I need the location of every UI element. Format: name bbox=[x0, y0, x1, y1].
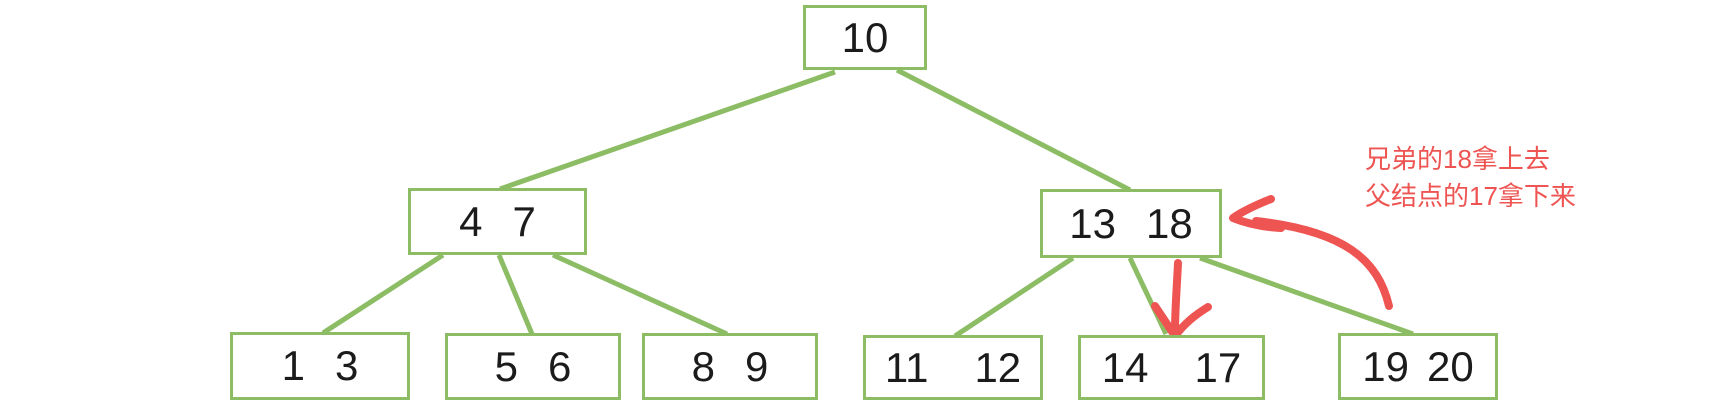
tree-node-10: 10 bbox=[803, 5, 927, 70]
annotation-line-1: 兄弟的18拿上去 bbox=[1365, 144, 1550, 174]
node-key: 1 bbox=[281, 342, 305, 389]
node-key: 14 bbox=[1101, 343, 1149, 391]
edge-13-18-to-14-17 bbox=[1127, 256, 1169, 336]
curved-arrow-head bbox=[1229, 195, 1285, 232]
node-key: 20 bbox=[1427, 342, 1474, 390]
node-key: 6 bbox=[548, 342, 572, 390]
node-key: 19 bbox=[1362, 342, 1409, 390]
edge-4-7-to-1-3 bbox=[321, 252, 445, 336]
node-key: 18 bbox=[1146, 199, 1193, 247]
annotation-line-2: 父结点的17拿下来 bbox=[1365, 181, 1576, 211]
node-key: 9 bbox=[745, 342, 769, 390]
node-key: 4 bbox=[459, 197, 483, 245]
node-key: 13 bbox=[1069, 199, 1116, 247]
node-key: 12 bbox=[974, 343, 1022, 391]
down-arrow-shaft bbox=[1171, 259, 1182, 335]
edge-4-7-to-8-9 bbox=[551, 252, 729, 337]
node-key: 10 bbox=[841, 13, 889, 61]
node-key: 7 bbox=[512, 197, 536, 245]
edge-10-to-4-7 bbox=[499, 69, 836, 192]
node-key: 11 bbox=[884, 343, 929, 391]
node-key: 5 bbox=[494, 342, 518, 390]
tree-node-8-9: 8 9 bbox=[642, 333, 818, 400]
curved-arrow-shaft bbox=[1252, 217, 1393, 310]
node-key: 17 bbox=[1194, 343, 1242, 391]
tree-node-13-18: 13 18 bbox=[1040, 189, 1222, 258]
edge-13-18-to-11-12 bbox=[953, 255, 1075, 339]
edge-4-7-to-5-6 bbox=[496, 254, 535, 335]
edge-13-18-to-19-20 bbox=[1199, 255, 1414, 337]
tree-node-5-6: 5 6 bbox=[445, 333, 621, 400]
annotation-text: 兄弟的18拿上去 父结点的17拿下来 bbox=[1365, 141, 1576, 215]
tree-node-19-20: 19 20 bbox=[1338, 333, 1498, 400]
node-key: 3 bbox=[335, 342, 359, 389]
tree-node-1-3: 1 3 bbox=[230, 332, 410, 400]
tree-node-4-7: 4 7 bbox=[408, 188, 587, 255]
edge-10-to-13-18 bbox=[895, 67, 1132, 193]
tree-node-14-17: 14 17 bbox=[1078, 335, 1265, 400]
tree-node-11-12: 11 12 bbox=[863, 335, 1043, 400]
node-key: 8 bbox=[691, 342, 715, 390]
